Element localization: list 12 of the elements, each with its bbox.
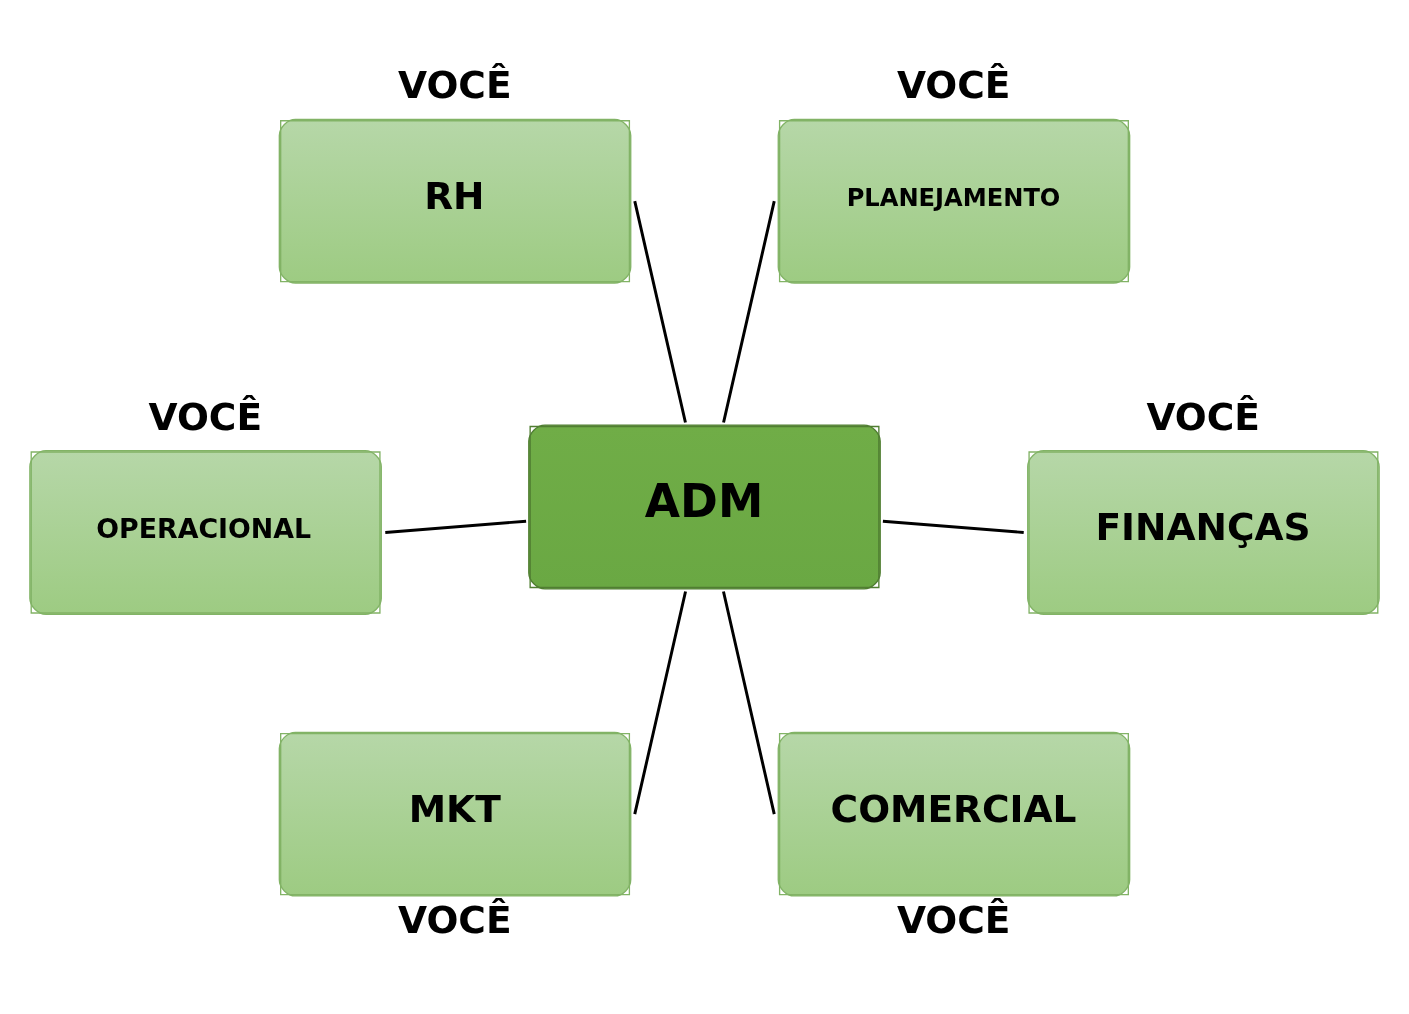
node-label: VOCÊ: [148, 394, 263, 439]
connector: [633, 591, 687, 815]
node-label: VOCÊ: [398, 897, 512, 942]
node-label: VOCÊ: [896, 897, 1011, 942]
node-label: VOCÊ: [896, 63, 1011, 108]
connector: [882, 519, 1024, 534]
node-label: VOCÊ: [1146, 394, 1260, 439]
connector: [633, 200, 687, 423]
node-label: VOCÊ: [398, 63, 512, 108]
connector: [722, 591, 776, 815]
connector: [722, 200, 776, 423]
connector: [385, 519, 527, 534]
